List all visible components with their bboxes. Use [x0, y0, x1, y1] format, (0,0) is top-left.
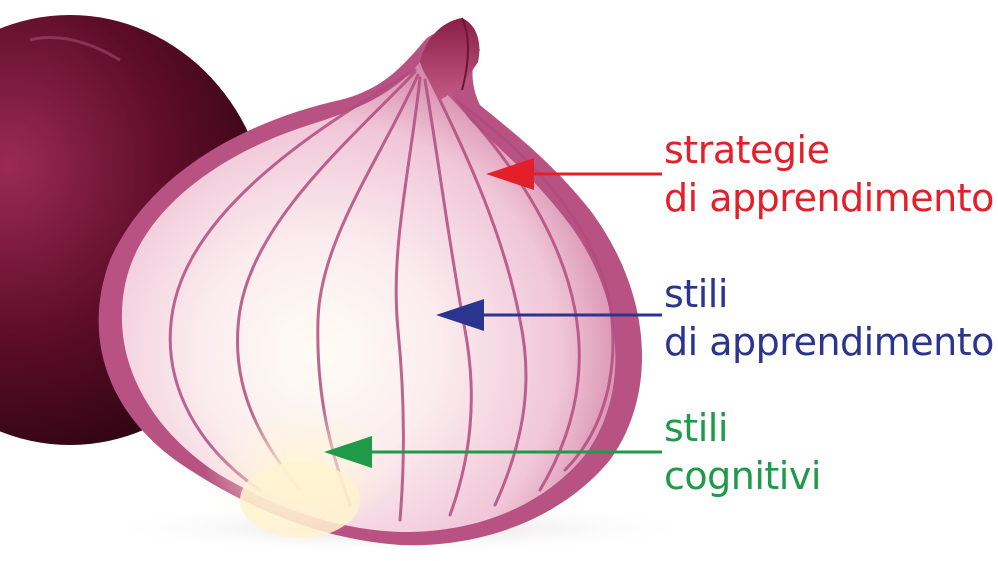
label-strategie-line2: di apprendimento	[664, 174, 994, 222]
label-stili-cog-line2: cognitivi	[664, 452, 821, 500]
label-strategie-line1: strategie	[664, 126, 994, 174]
label-stili-app-line2: di apprendimento	[664, 318, 994, 366]
label-stili-cog-line1: stili	[664, 404, 821, 452]
label-stili-di-apprendimento: stili di apprendimento	[664, 270, 994, 366]
label-stili-app-line1: stili	[664, 270, 994, 318]
label-stili-cognitivi: stili cognitivi	[664, 404, 821, 500]
label-strategie-di-apprendimento: strategie di apprendimento	[664, 126, 994, 222]
